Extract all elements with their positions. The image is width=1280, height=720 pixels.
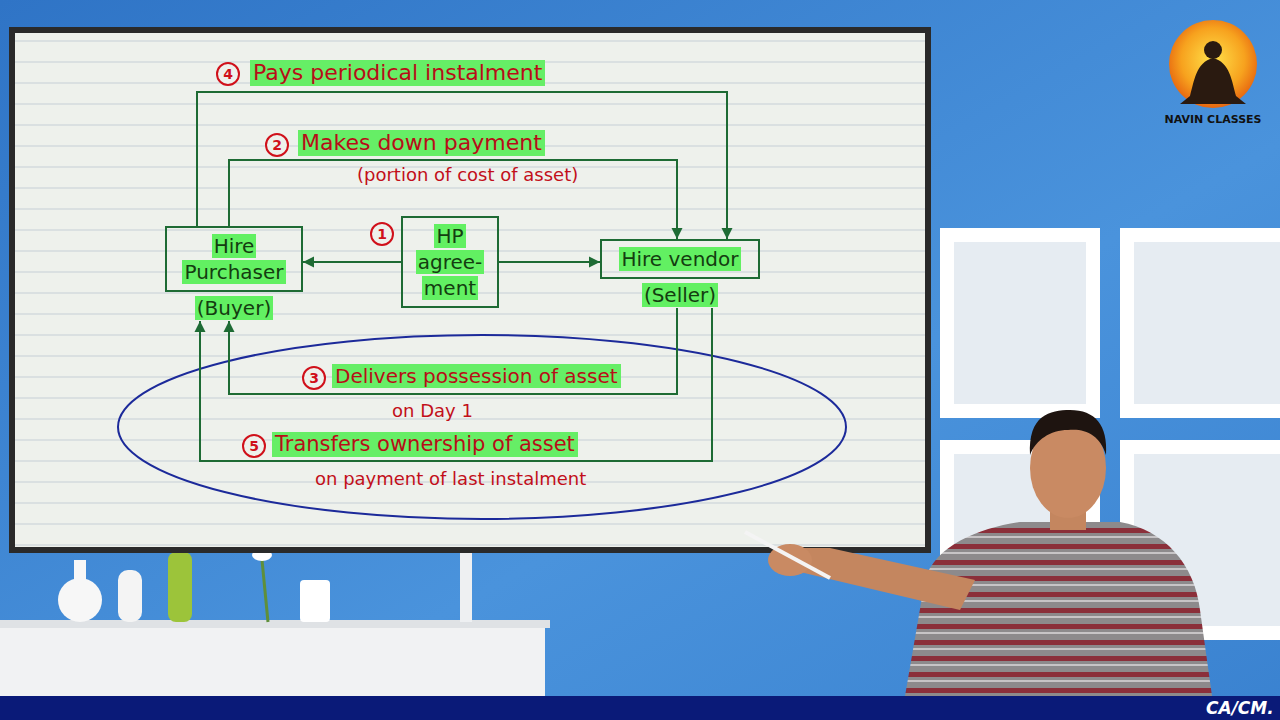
- vase: [168, 552, 192, 622]
- node-label: HP agree- ment: [416, 224, 485, 300]
- channel-tag: CA/CM.: [1206, 698, 1274, 718]
- note-text: (portion of cost of asset): [357, 164, 578, 186]
- arrowhead: [224, 321, 235, 332]
- party-box: Hire Purchaser (Buyer): [165, 226, 303, 321]
- arrowhead: [589, 257, 600, 268]
- agreement-box: HP agree- ment: [401, 216, 499, 308]
- arrowhead: [195, 321, 206, 332]
- callout-number: 3: [302, 366, 326, 390]
- node-label: Hire Purchaser: [182, 234, 285, 284]
- callout-number: 2: [265, 133, 289, 157]
- presenter-shirt: [905, 522, 1212, 696]
- edge-label: Makes down payment: [298, 130, 545, 156]
- box-outline: Hire vendor: [600, 239, 760, 279]
- box-text: Hire vendor: [608, 246, 752, 272]
- whiteboard: [12, 30, 928, 550]
- presenter-hair: [1030, 410, 1106, 455]
- box-caption: (Seller): [642, 282, 718, 308]
- callout-number: 1: [370, 222, 394, 246]
- arrowhead: [672, 228, 683, 239]
- box-text: Hire Purchaser: [173, 233, 295, 285]
- connector: [499, 257, 600, 268]
- edge-label: Pays periodical instalment: [250, 60, 545, 86]
- frame-inner: [954, 242, 1086, 404]
- connector: [195, 308, 713, 461]
- party-box: Hire vendor (Seller): [600, 239, 760, 308]
- picture-frame: [940, 228, 1100, 418]
- connector-line: [303, 261, 401, 263]
- connector: [224, 308, 678, 394]
- connector-line: [499, 261, 600, 263]
- box-outline: HP agree- ment: [401, 216, 499, 308]
- vase: [58, 578, 102, 622]
- picture-frame: [1120, 228, 1280, 418]
- arrowhead: [722, 228, 733, 239]
- logo-figure: [1180, 58, 1246, 104]
- bottom-bar: [0, 696, 1280, 720]
- note-text: on Day 1: [392, 400, 473, 422]
- edge-label: Delivers possession of asset: [332, 364, 621, 388]
- frame-inner: [1134, 242, 1280, 404]
- vase: [118, 570, 142, 622]
- box-outline: Hire Purchaser: [165, 226, 303, 292]
- box-text: HP agree- ment: [409, 223, 491, 301]
- callout-number: 4: [216, 62, 240, 86]
- logo-figure-head: [1204, 41, 1222, 59]
- logo-text: NAVIN CLASSES: [1165, 113, 1262, 126]
- node-label: Hire vendor: [619, 247, 740, 271]
- callout-number: 5: [242, 434, 266, 458]
- logo-sun: [1169, 20, 1257, 108]
- connector-line: [229, 308, 677, 394]
- arrowhead: [303, 257, 314, 268]
- node-heading: (Seller): [642, 283, 718, 307]
- shelf: [0, 625, 545, 696]
- highlight-ellipse: [118, 335, 846, 519]
- flower-stem: [262, 560, 268, 622]
- vase-neck: [74, 560, 86, 582]
- candle: [300, 580, 330, 622]
- box-caption: (Buyer): [195, 295, 273, 321]
- note-text: on payment of last instalment: [315, 468, 586, 490]
- connector-line: [200, 308, 712, 461]
- node-heading: (Buyer): [195, 296, 273, 320]
- connector: [303, 257, 401, 268]
- presenter-arm: [792, 548, 975, 610]
- pen: [745, 532, 830, 578]
- edge-label: Transfers ownership of asset: [272, 432, 578, 457]
